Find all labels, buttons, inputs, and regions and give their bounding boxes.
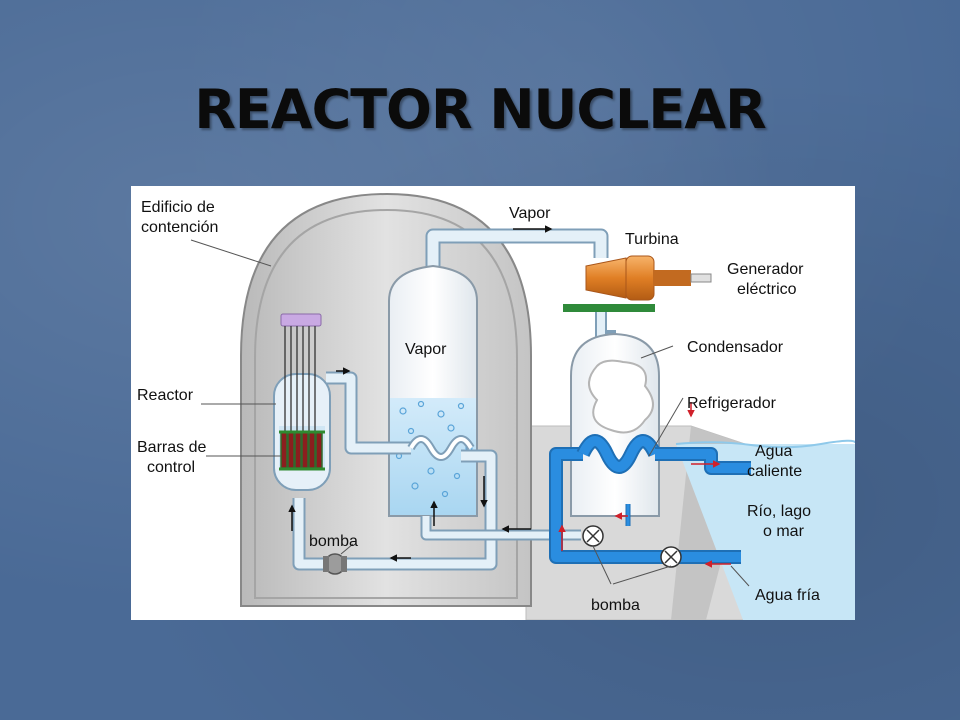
primary-pump-icon xyxy=(323,553,347,575)
label-control-rods-1: Barras de xyxy=(137,439,206,456)
label-reactor: Reactor xyxy=(137,387,194,404)
turbine-icon xyxy=(563,255,712,312)
primary-loop xyxy=(288,367,498,571)
label-river-2: o mar xyxy=(763,523,805,540)
label-condenser: Condensador xyxy=(687,339,784,356)
steam-pipe xyxy=(425,225,609,281)
steam-generator-tank xyxy=(388,264,478,517)
nuclear-reactor-diagram: Edificio de contención Vapor Turbina Gen… xyxy=(131,186,855,620)
label-generator-1: Generador xyxy=(727,261,804,278)
label-river-1: Río, lago xyxy=(747,503,811,520)
label-generator-2: eléctrico xyxy=(737,281,797,298)
river xyxy=(675,439,855,620)
label-vapor-tank: Vapor xyxy=(405,341,447,358)
label-vapor-pipe: Vapor xyxy=(509,205,551,222)
leader-lines xyxy=(190,239,750,587)
label-hot-water-2: caliente xyxy=(747,463,802,480)
label-turbine: Turbina xyxy=(625,231,679,248)
condenser-unit xyxy=(570,312,660,517)
label-pump-bottom: bomba xyxy=(591,597,640,614)
label-cold-water: Agua fría xyxy=(755,587,820,604)
label-hot-water-1: Agua xyxy=(755,443,792,460)
label-control-rods-2: control xyxy=(147,459,195,476)
label-pump-left: bomba xyxy=(309,533,358,550)
slide-title: REACTOR NUCLEAR xyxy=(194,78,766,141)
label-refrigerator: Refrigerador xyxy=(687,395,777,412)
cooling-pump-icon xyxy=(660,546,682,568)
label-containment-2: contención xyxy=(141,219,218,236)
control-rods xyxy=(279,313,325,471)
condenser-pump-icon xyxy=(582,525,604,547)
cooling-water-loop xyxy=(549,402,751,568)
label-containment-1: Edificio de xyxy=(141,199,215,216)
secondary-return-pipe xyxy=(420,500,581,541)
